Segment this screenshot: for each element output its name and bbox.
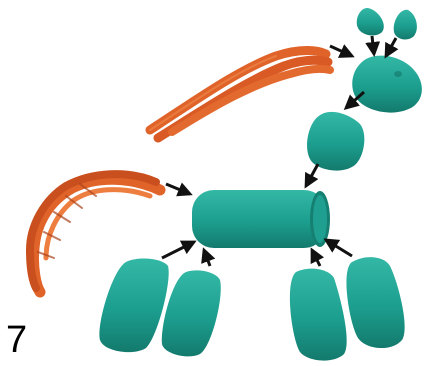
ear-left: [357, 8, 384, 36]
arrow-ear-right-to-head: [386, 38, 396, 56]
back-leg-right: [346, 257, 404, 348]
arrow-back-leg-right-to-body: [326, 240, 352, 256]
front-leg-right: [162, 270, 221, 356]
body: [192, 190, 330, 248]
arrow-front-leg-right-to-body: [204, 250, 210, 266]
arrow-neck-to-body: [306, 164, 318, 186]
arrow-mane-to-head: [330, 46, 352, 56]
arrow-front-leg-left-to-body: [162, 242, 194, 258]
arrow-ear-left-to-head: [372, 36, 374, 54]
arrow-tail-to-body: [166, 184, 190, 194]
back-leg-left: [290, 269, 347, 361]
mane: [150, 51, 330, 139]
front-leg-left: [99, 259, 168, 353]
neck: [307, 112, 364, 171]
ear-right: [394, 10, 417, 40]
head: [352, 56, 422, 113]
step-number: 7: [6, 318, 27, 362]
arrow-back-leg-left-to-body: [312, 250, 320, 266]
